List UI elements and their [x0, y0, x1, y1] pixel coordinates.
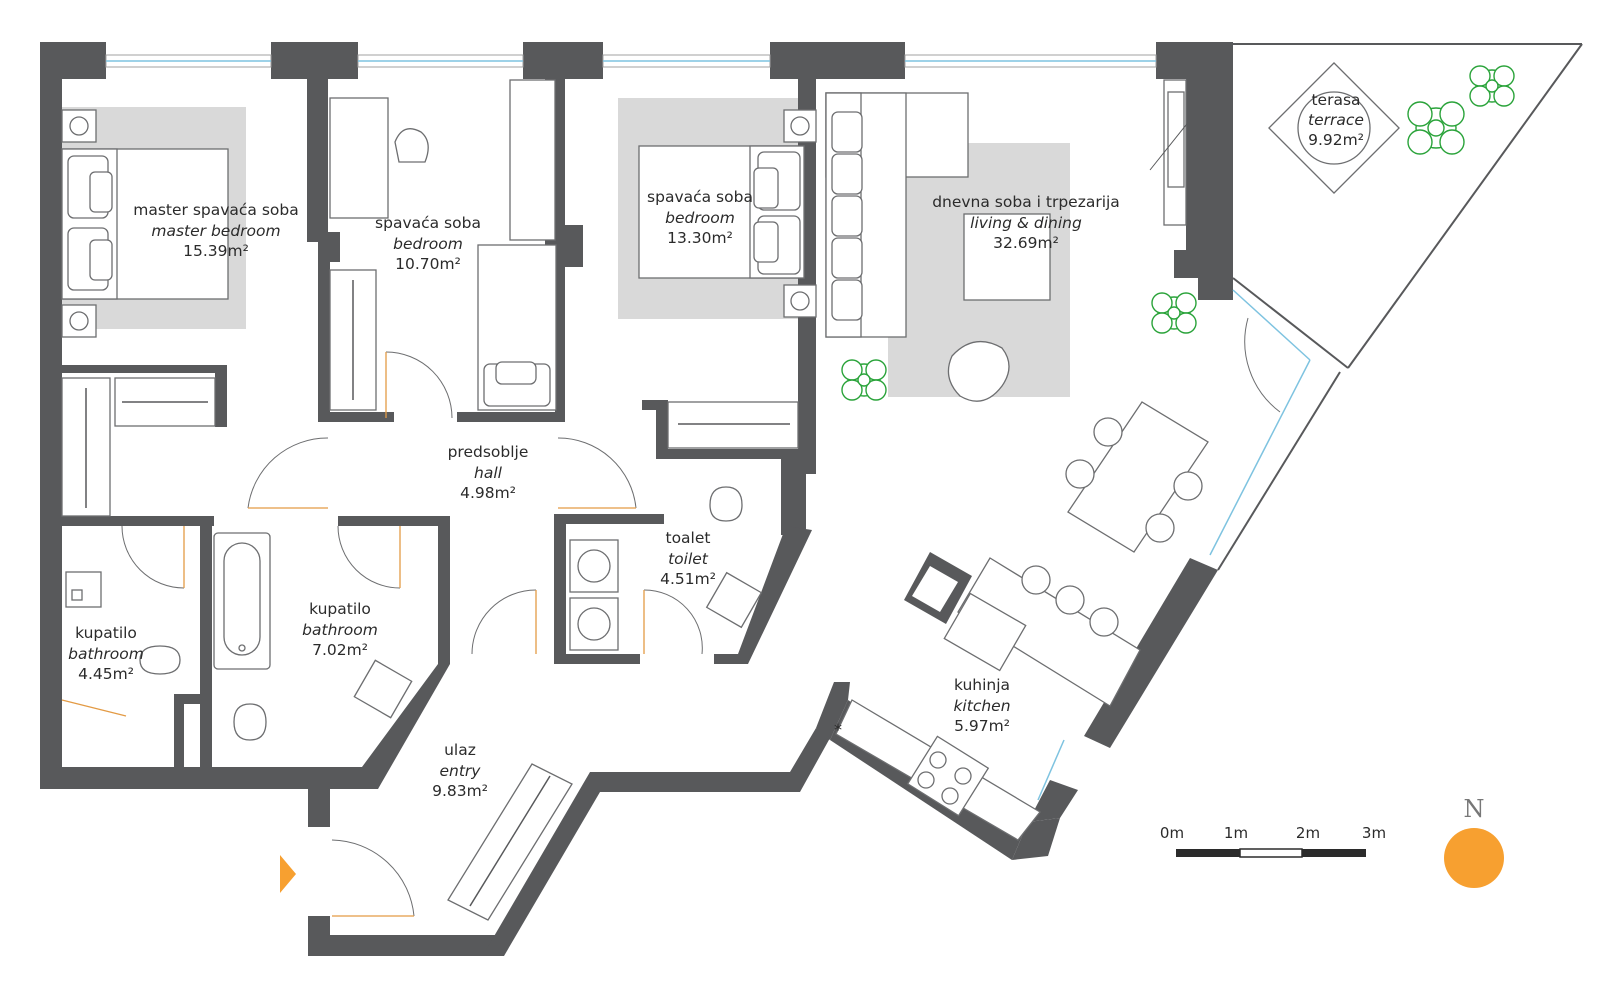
label-entry: ulaz entry 9.83m² — [432, 741, 488, 800]
toilet-icon — [233, 703, 267, 741]
compass-north-label: N — [1464, 795, 1485, 823]
entry-arrow-icon — [280, 855, 296, 893]
room-area: 32.69m² — [993, 234, 1059, 252]
room-english-name: bedroom — [665, 209, 735, 227]
sink-icon — [65, 571, 102, 608]
label-hall: predsoblje hall 4.98m² — [448, 443, 529, 502]
scale-tick-2: 2m — [1296, 824, 1320, 842]
room-english-name: kitchen — [953, 697, 1010, 715]
room-local-name: kupatilo — [309, 600, 371, 618]
room-english-name: bedroom — [393, 235, 463, 253]
plant-icon — [841, 359, 887, 401]
terrace-outline — [1217, 43, 1583, 571]
plant-icon — [1407, 101, 1465, 155]
room-area: 9.83m² — [432, 782, 488, 800]
label-bathroom-1: kupatilo bathroom 4.45m² — [68, 624, 144, 683]
room-local-name: toalet — [666, 529, 711, 547]
sink-icon — [943, 592, 1027, 672]
scale-bar: 0m 1m 2m 3m — [1160, 824, 1386, 858]
doors — [61, 317, 1281, 917]
room-local-name: ulaz — [444, 741, 476, 759]
label-kitchen: kuhinja kitchen 5.97m² — [953, 676, 1010, 735]
room-local-name: dnevna soba i trpezarija — [932, 193, 1120, 211]
room-area: 4.45m² — [78, 665, 134, 683]
room-area: 10.70m² — [395, 255, 461, 273]
plant-icon — [1151, 292, 1197, 334]
compass-icon: N — [1444, 795, 1504, 888]
room-english-name: bathroom — [68, 645, 144, 663]
room-local-name: terasa — [1311, 91, 1360, 109]
room-local-name: kuhinja — [954, 676, 1010, 694]
stove-icon — [906, 735, 990, 817]
room-area: 4.51m² — [660, 570, 716, 588]
room-english-name: living & dining — [970, 214, 1082, 232]
windows — [105, 54, 1311, 801]
chair — [394, 128, 429, 163]
room-area: 7.02m² — [312, 641, 368, 659]
room-local-name: master spavaća soba — [133, 201, 299, 219]
room-local-name: spavaća soba — [375, 214, 481, 232]
scale-tick-3: 3m — [1362, 824, 1386, 842]
toilet-icon — [139, 645, 181, 675]
label-terrace: terasa terrace 9.92m² — [1308, 91, 1364, 149]
label-bedroom-1: spavaća soba bedroom 10.70m² — [375, 214, 481, 273]
room-local-name: spavaća soba — [647, 188, 753, 206]
room-local-name: predsoblje — [448, 443, 529, 461]
room-english-name: master bedroom — [151, 222, 280, 240]
label-living-dining: dnevna soba i trpezarija living & dining… — [932, 193, 1120, 252]
sink-icon — [705, 571, 763, 629]
room-english-name: terrace — [1308, 111, 1364, 129]
room-area: 5.97m² — [954, 717, 1010, 735]
room-english-name: bathroom — [302, 621, 378, 639]
sink-icon — [353, 659, 413, 719]
room-area: 13.30m² — [667, 229, 733, 247]
toilet-icon — [709, 486, 743, 522]
label-bathroom-2: kupatilo bathroom 7.02m² — [302, 600, 378, 659]
furniture: * — [61, 62, 1400, 921]
room-area: 9.92m² — [1308, 131, 1364, 149]
svg-text:*: * — [834, 720, 842, 739]
room-local-name: kupatilo — [75, 624, 137, 642]
room-area: 15.39m² — [183, 242, 249, 260]
scale-tick-1: 1m — [1224, 824, 1248, 842]
plant-icon — [1469, 65, 1515, 107]
plants — [841, 65, 1515, 401]
room-labels: master spavaća soba master bedroom 15.39… — [68, 91, 1364, 800]
room-english-name: toilet — [668, 550, 709, 568]
label-toilet: toalet toilet 4.51m² — [660, 529, 716, 588]
label-master-bedroom: master spavaća soba master bedroom 15.39… — [133, 201, 299, 260]
scale-tick-0: 0m — [1160, 824, 1184, 842]
room-english-name: hall — [474, 464, 503, 482]
room-area: 4.98m² — [460, 484, 516, 502]
label-bedroom-2: spavaća soba bedroom 13.30m² — [647, 188, 753, 247]
room-english-name: entry — [440, 762, 482, 780]
